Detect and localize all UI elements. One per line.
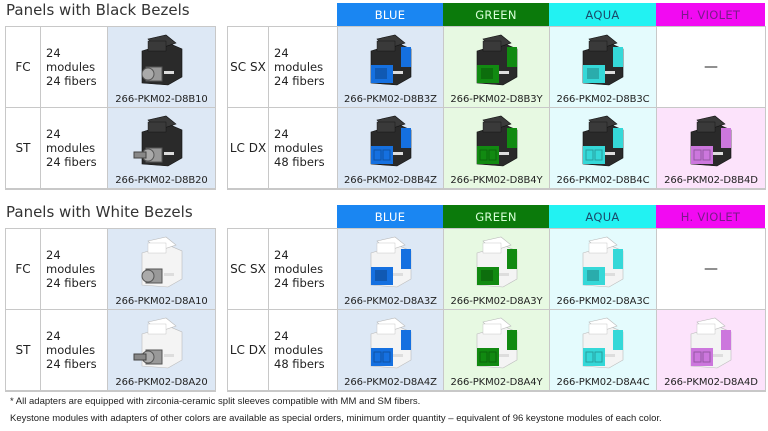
product-code: 266-PKM02-D8A10 <box>115 296 208 307</box>
product-code: 266-PKM02-D8A4Z <box>344 377 437 388</box>
connector-type: LC DX <box>228 108 269 189</box>
product-cell-green[interactable]: 266-PKM02-D8A3Y <box>444 229 550 310</box>
color-header-green: GREEN <box>443 3 549 26</box>
section-title: Panels with Black Bezels <box>6 1 190 19</box>
product-code: 266-PKM02-D8B4C <box>556 175 650 186</box>
module-description: 24 modules 24 fibers <box>41 108 108 189</box>
product-cell[interactable]: 266-PKM02-D8B20 <box>108 108 216 189</box>
product-code: 266-PKM02-D8B4Z <box>344 175 437 186</box>
module-description: 24 modules 48 fibers <box>269 108 338 189</box>
product-cell[interactable]: 266-PKM02-D8B10 <box>108 27 216 108</box>
product-code: 266-PKM02-D8B10 <box>115 94 208 105</box>
connector-type: SC SX <box>228 27 269 108</box>
product-cell-violet[interactable]: 266-PKM02-D8B4D <box>657 108 766 189</box>
product-code: 266-PKM02-D8A3Z <box>344 296 437 307</box>
product-code: 266-PKM02-D8B4D <box>664 175 758 186</box>
color-header-aqua: AQUA <box>549 205 656 228</box>
product-code: 266-PKM02-D8B3Y <box>450 94 543 105</box>
product-code: 266-PKM02-D8A3C <box>556 296 650 307</box>
product-cell-blue[interactable]: 266-PKM02-D8A3Z <box>338 229 444 310</box>
product-cell-aqua[interactable]: 266-PKM02-D8A4C <box>550 310 657 391</box>
product-cell-blue[interactable]: 266-PKM02-D8B4Z <box>338 108 444 189</box>
module-description: 24 modules 24 fibers <box>269 27 338 108</box>
module-description: 24 modules 24 fibers <box>41 27 108 108</box>
product-code: 266-PKM02-D8A4D <box>664 377 758 388</box>
module-description: 24 modules 24 fibers <box>41 310 108 391</box>
connector-type: FC <box>6 27 41 108</box>
product-code: 266-PKM02-D8A3Y <box>450 296 543 307</box>
section-title: Panels with White Bezels <box>6 203 193 221</box>
product-code: 266-PKM02-D8B4Y <box>450 175 543 186</box>
not-available: — <box>657 229 766 310</box>
not-available: — <box>657 27 766 108</box>
product-cell-violet[interactable]: 266-PKM02-D8A4D <box>657 310 766 391</box>
product-code: 266-PKM02-D8A4C <box>556 377 650 388</box>
product-cell-aqua[interactable]: 266-PKM02-D8B4C <box>550 108 657 189</box>
color-header-blue: BLUE <box>337 3 443 26</box>
connector-type: FC <box>6 229 41 310</box>
product-cell-blue[interactable]: 266-PKM02-D8A4Z <box>338 310 444 391</box>
product-cell-green[interactable]: 266-PKM02-D8B4Y <box>444 108 550 189</box>
color-header-green: GREEN <box>443 205 549 228</box>
product-cell[interactable]: 266-PKM02-D8A10 <box>108 229 216 310</box>
color-header-violet: H. VIOLET <box>656 3 765 26</box>
footnote-2: Keystone modules with adapters of other … <box>10 413 662 424</box>
module-description: 24 modules 24 fibers <box>41 229 108 310</box>
product-cell-aqua[interactable]: 266-PKM02-D8A3C <box>550 229 657 310</box>
product-code: 266-PKM02-D8A4Y <box>450 377 543 388</box>
connector-type: ST <box>6 108 41 189</box>
product-code: 266-PKM02-D8B3Z <box>344 94 437 105</box>
module-description: 24 modules 24 fibers <box>269 229 338 310</box>
product-code: 266-PKM02-D8B3C <box>556 94 650 105</box>
connector-type: LC DX <box>228 310 269 391</box>
module-description: 24 modules 48 fibers <box>269 310 338 391</box>
color-header-blue: BLUE <box>337 205 443 228</box>
color-header-violet: H. VIOLET <box>656 205 765 228</box>
color-header-aqua: AQUA <box>549 3 656 26</box>
footnote-1: * All adapters are equipped with zirconi… <box>10 396 421 407</box>
product-cell-green[interactable]: 266-PKM02-D8B3Y <box>444 27 550 108</box>
product-code: 266-PKM02-D8B20 <box>115 175 208 186</box>
product-cell-blue[interactable]: 266-PKM02-D8B3Z <box>338 27 444 108</box>
product-cell-aqua[interactable]: 266-PKM02-D8B3C <box>550 27 657 108</box>
product-cell[interactable]: 266-PKM02-D8A20 <box>108 310 216 391</box>
product-cell-green[interactable]: 266-PKM02-D8A4Y <box>444 310 550 391</box>
connector-type: SC SX <box>228 229 269 310</box>
connector-type: ST <box>6 310 41 391</box>
product-code: 266-PKM02-D8A20 <box>115 377 208 388</box>
